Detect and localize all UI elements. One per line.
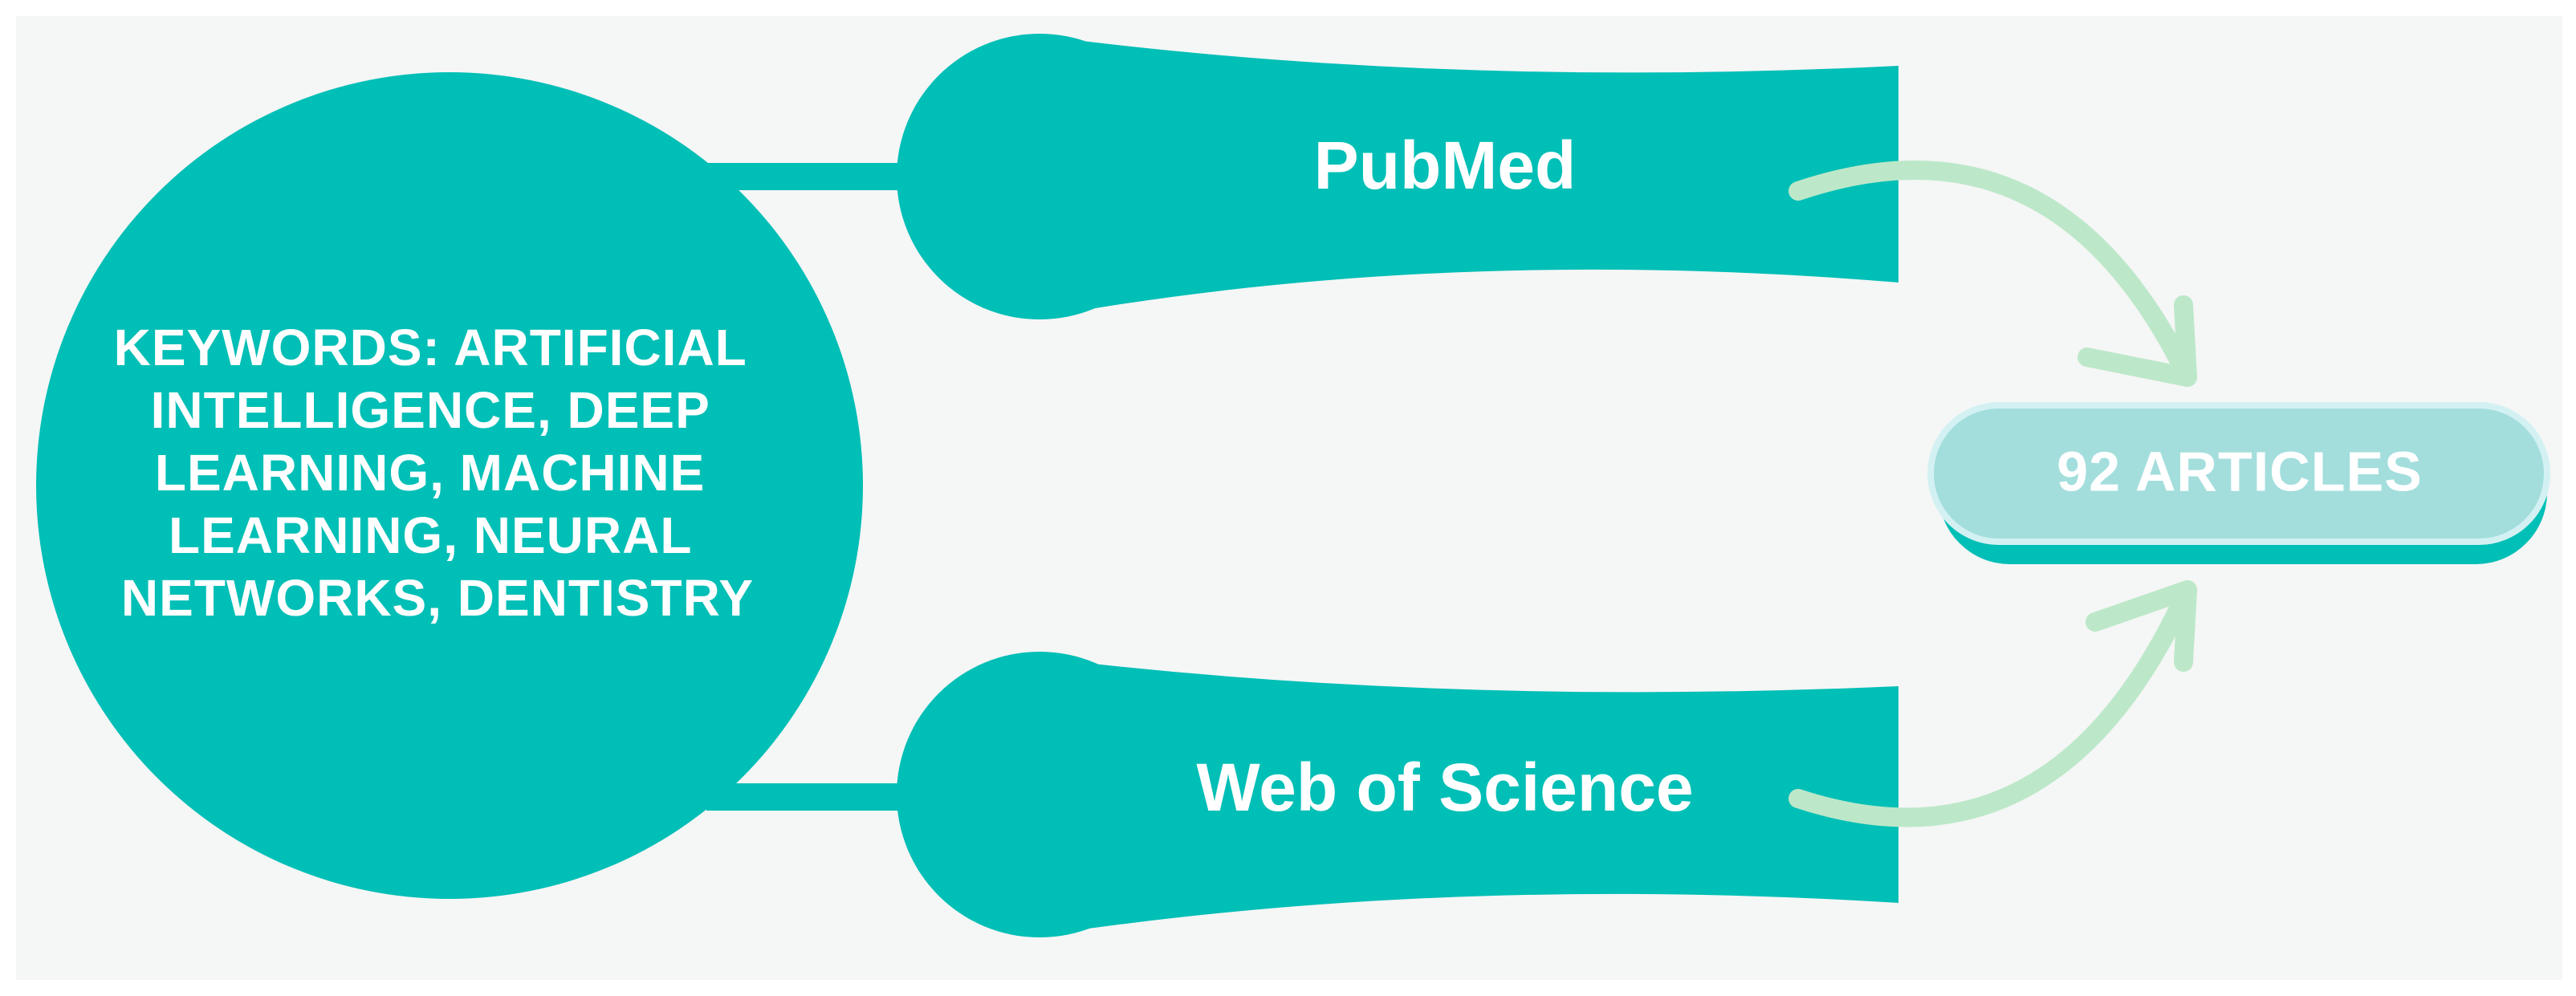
keywords-line-4: LEARNING, NEURAL	[169, 506, 691, 564]
keywords-circle	[36, 72, 863, 899]
result-pill-face	[1927, 402, 2550, 545]
arrow-pubmed-head	[2077, 295, 2197, 387]
arrow-web-of-science-head	[2086, 580, 2197, 672]
web-of-science-node: Web of Science	[897, 652, 1898, 937]
keywords-line-1: KEYWORDS: ARTIFICIAL	[114, 319, 747, 376]
arrow-web-of-science-to-result	[1789, 580, 2197, 827]
connector-web-of-science	[706, 783, 931, 811]
result-pill: 92 ARTICLES	[1927, 402, 2550, 564]
keywords-line-3: LEARNING, MACHINE	[155, 444, 705, 502]
web-of-science-label: Web of Science	[1196, 750, 1693, 825]
keywords-line-2: INTELLIGENCE, DEEP	[151, 381, 710, 439]
pubmed-banner	[1044, 36, 1898, 317]
connector-pubmed	[706, 163, 931, 190]
web-of-science-banner	[1044, 658, 1898, 935]
pubmed-label: PubMed	[1314, 128, 1577, 203]
pubmed-node: PubMed	[897, 34, 1898, 319]
keywords-text: KEYWORDS: ARTIFICIAL INTELLIGENCE, DEEP …	[114, 319, 762, 627]
result-label: 92 ARTICLES	[2057, 440, 2423, 502]
keywords-line-5: NETWORKS, DENTISTRY	[121, 569, 754, 627]
arrow-pubmed-shaft	[1789, 161, 2197, 387]
arrow-pubmed-to-result	[1789, 161, 2197, 387]
arrow-web-of-science-shaft	[1789, 580, 2197, 827]
